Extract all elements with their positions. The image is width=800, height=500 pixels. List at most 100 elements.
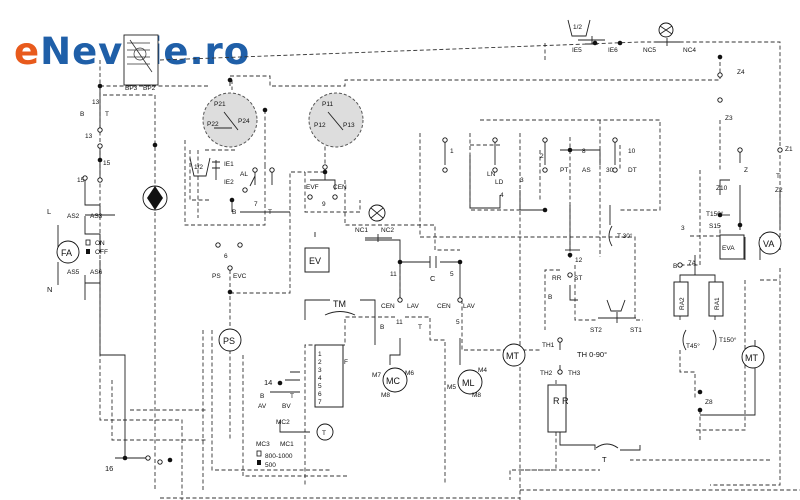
ie5-label: IE5 <box>572 47 582 54</box>
heater-ra2: RA2 <box>673 281 689 317</box>
label-pt: PT <box>560 167 568 174</box>
rpm-switch <box>256 450 262 465</box>
far-right-labels: Z1 Z2 Z3 Z4 Z Z10 Z8 T150° S15 3 7A T45°… <box>673 69 793 406</box>
pressostat-p1: P11 P12 P13 <box>308 92 364 148</box>
tm-label: TM <box>333 299 346 309</box>
label-mc2: MC2 <box>276 419 290 426</box>
bp3-label: BP3 <box>125 85 138 92</box>
ev-label: EV <box>309 256 321 266</box>
label-nc1: NC1 <box>355 227 368 234</box>
timer-tm: TM <box>324 299 356 316</box>
label-rr: RR <box>552 275 562 282</box>
timer-t-label: T <box>322 430 326 437</box>
label-z1: Z1 <box>785 146 793 153</box>
label-13b: 13 <box>85 133 93 140</box>
label-as3: AS3 <box>90 213 103 220</box>
nc-top-icon <box>655 22 680 46</box>
left-labels: 13 13 15 15 B T L N AS2 AS3 AS5 AS6 ON O… <box>47 99 113 473</box>
label-motor-5: 5 <box>456 319 460 326</box>
label-9: 9 <box>322 201 326 208</box>
p11-label: P11 <box>322 101 333 108</box>
label-cen: CEN <box>333 184 347 191</box>
top-half-switch: 1/2 <box>567 19 605 45</box>
label-m8a: M8 <box>381 392 390 399</box>
pin-5: 5 <box>318 383 322 390</box>
label-r30: 30 <box>606 167 614 174</box>
label-as2: AS2 <box>67 213 80 220</box>
mt-mid-label: MT <box>506 351 519 361</box>
label-15a: 15 <box>103 160 111 167</box>
label-l: L <box>47 207 51 216</box>
label-dt: DT <box>628 167 637 174</box>
label-r3: 3 <box>520 177 524 184</box>
label-m4: M4 <box>478 367 487 374</box>
fan-va: VA <box>758 231 782 255</box>
label-z2: Z2 <box>775 187 783 194</box>
label-st: ST <box>574 275 582 282</box>
label-t150: T150° <box>706 210 724 218</box>
label-mc3: MC3 <box>256 441 270 448</box>
pin-3: 3 <box>318 367 322 374</box>
lamp-indicator <box>142 185 168 211</box>
bp2-label: BP2 <box>143 85 156 92</box>
label-fr-b: B <box>673 263 677 270</box>
ra1-label: RA1 <box>714 297 721 310</box>
ps-circle-label: PS <box>223 336 235 346</box>
label-16: 16 <box>105 464 113 473</box>
ie6-label: IE6 <box>608 47 618 54</box>
label-rpm-lo: 500 <box>265 462 276 469</box>
label-13a: 13 <box>92 99 100 106</box>
pin-7: 7 <box>318 399 322 406</box>
label-t45: T45° <box>686 342 700 350</box>
heater-rr: R R <box>547 384 569 433</box>
pin-1: 1 <box>318 351 322 358</box>
half-load-switch: 1/2 <box>189 157 220 180</box>
mt-right-label: MT <box>745 353 758 363</box>
label-m5: M5 <box>447 384 456 391</box>
label-m8b: M8 <box>472 392 481 399</box>
label-motor-b: B <box>380 324 384 331</box>
capacitor-c <box>429 256 437 268</box>
label-n: N <box>47 285 52 294</box>
label-c5: 5 <box>450 271 454 278</box>
nc5-label: NC5 <box>643 47 656 54</box>
label-r10: 10 <box>628 148 636 155</box>
label-r1: 1 <box>450 148 454 155</box>
thermostat-bottom <box>595 443 619 449</box>
label-motor-t: T <box>418 324 422 331</box>
label-b-mid: B <box>232 209 236 216</box>
label-ln: LN <box>487 171 496 178</box>
label-cen2: CEN <box>437 303 451 310</box>
label-z8: Z8 <box>705 399 713 406</box>
label-s15: S15 <box>709 223 721 230</box>
timer-box-labels: 1 2 3 4 5 6 7 14 B AV T BV MC2 MC3 MC1 8… <box>256 351 322 469</box>
label-b-left: B <box>80 111 84 118</box>
p21-label: P21 <box>214 101 226 108</box>
label-14: 14 <box>264 378 272 387</box>
label-r12: 12 <box>575 257 583 264</box>
label-r-b: B <box>548 294 552 301</box>
label-tb-t: T <box>290 393 294 400</box>
label-st2: ST2 <box>590 327 602 334</box>
label-ie1: IE1 <box>224 161 234 168</box>
eva-valve: EVA <box>719 234 745 260</box>
label-as5: AS5 <box>67 269 80 276</box>
thermostat-t30 <box>608 225 613 247</box>
label-ps: PS <box>212 273 221 280</box>
motor-labels: 11 5 C CEN LAV CEN LAV B T 11 5 M7 M6 M8… <box>372 271 487 399</box>
label-th-range: TH 0-90° <box>577 350 607 359</box>
motor-ml: ML <box>457 369 483 395</box>
label-c11: 11 <box>390 271 397 278</box>
label-r4: 4 <box>500 192 504 199</box>
label-7: 7 <box>254 201 258 208</box>
label-as: AS <box>582 167 591 174</box>
fa-filter: FA <box>56 240 80 264</box>
label-th1: TH1 <box>542 342 555 349</box>
label-lav1: LAV <box>407 303 419 310</box>
label-evc: EVC <box>233 273 247 280</box>
label-6: 6 <box>224 253 228 260</box>
p13-label: P13 <box>343 122 355 129</box>
fa-label: FA <box>61 248 72 258</box>
mid-labels: IE1 IE2 AL EVF CEN NC1 NC2 PS EVC B T 7 … <box>212 161 394 280</box>
eva-label: EVA <box>722 245 735 252</box>
